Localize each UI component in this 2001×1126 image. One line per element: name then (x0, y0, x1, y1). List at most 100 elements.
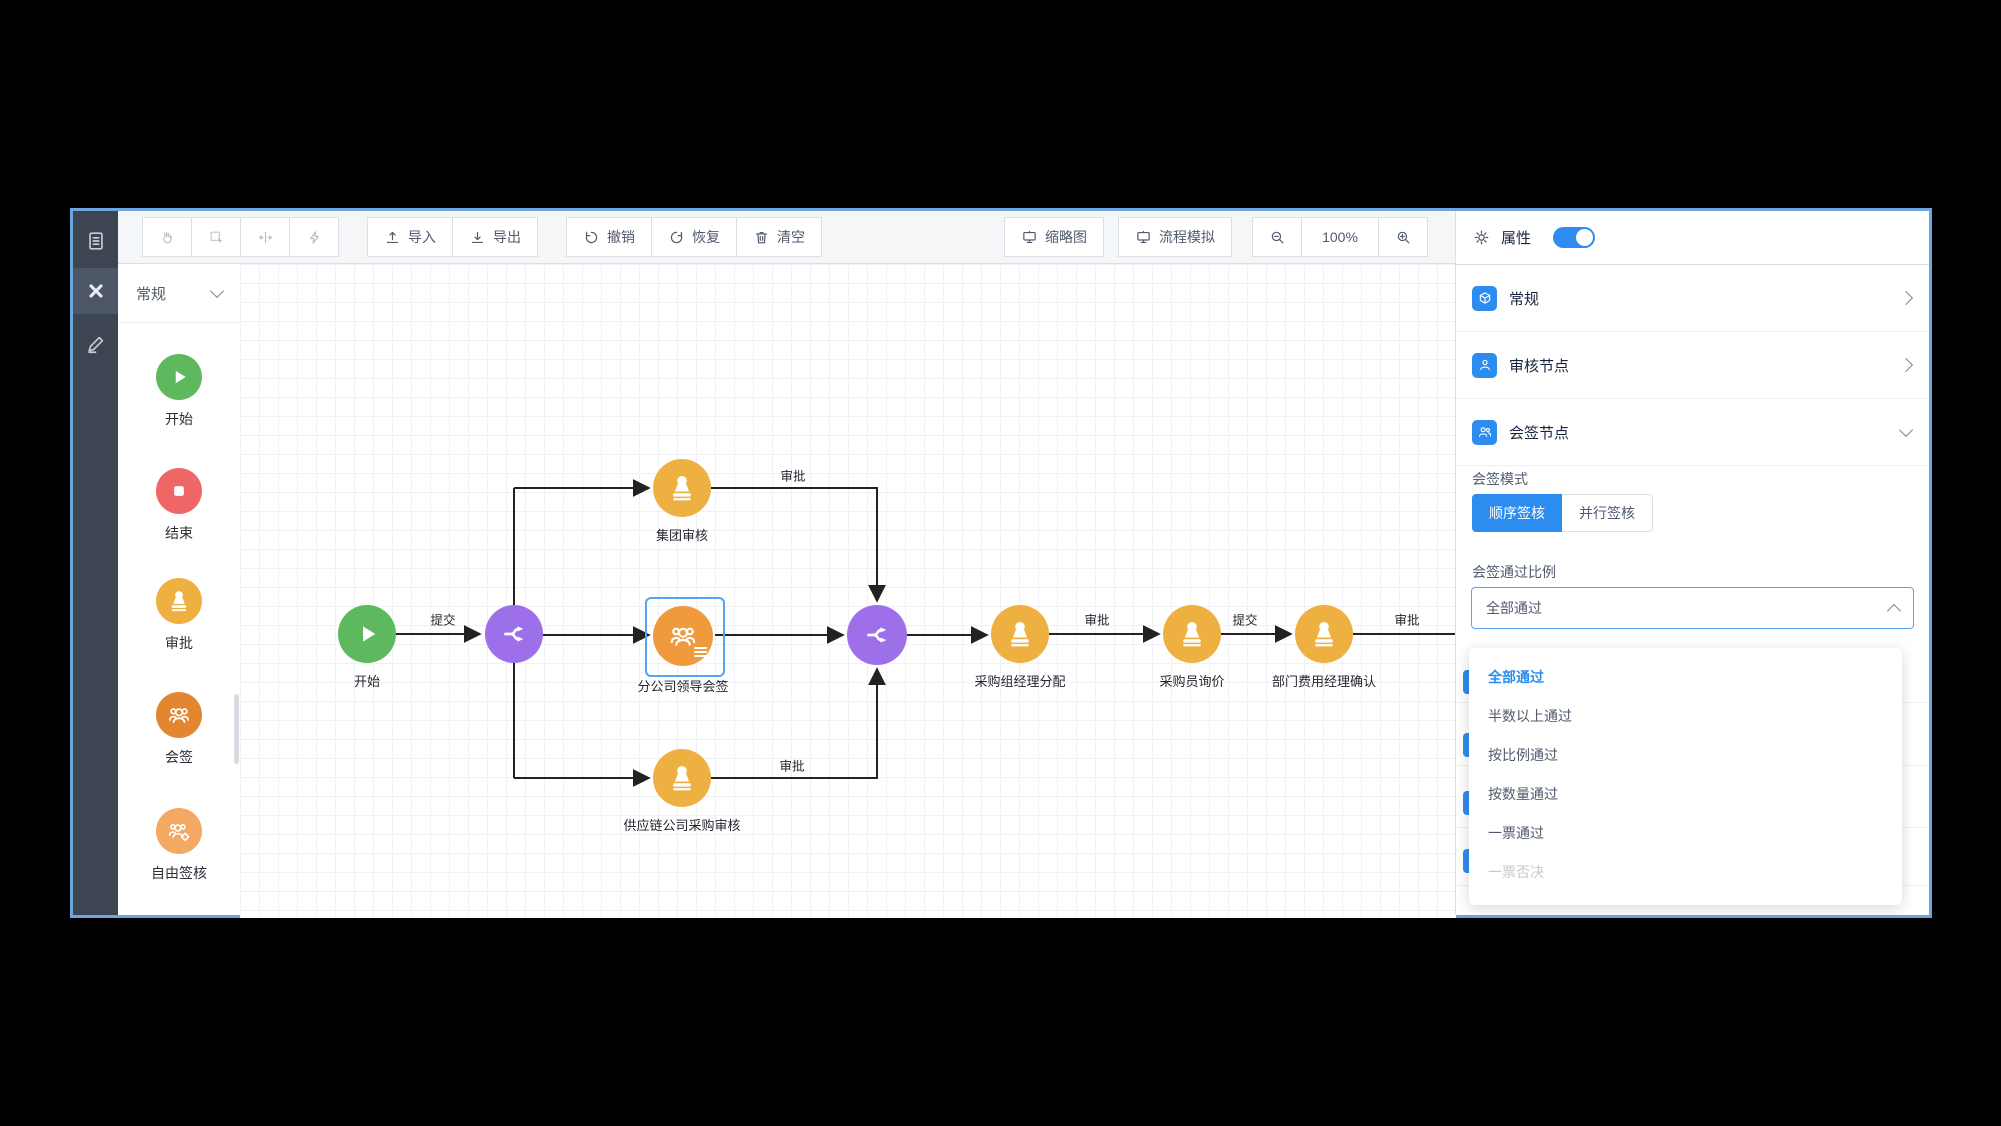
node-label: 部门费用经理确认 (1271, 674, 1377, 689)
selection-box (645, 597, 725, 677)
section-review-node[interactable]: 审核节点 (1456, 332, 1929, 399)
hand-icon (159, 229, 176, 246)
palette-item-approve[interactable]: 审批 (118, 578, 240, 653)
dropdown-option-by-ratio-pass[interactable]: 按比例通过 (1488, 746, 1558, 763)
zoom-group: 100% (1252, 217, 1428, 257)
countersign-mode-buttons: 顺序签核 并行签核 (1472, 494, 1653, 532)
fit-view-icon (257, 229, 274, 246)
canvas-tools-group (142, 217, 339, 257)
zoom-in-button[interactable] (1378, 217, 1428, 257)
palette-item-end[interactable]: 结束 (118, 468, 240, 543)
flow-node-dept-expense-confirm[interactable] (1295, 605, 1353, 663)
hidden-section-icon (1463, 849, 1474, 873)
node-label: 采购组经理分配 (974, 674, 1066, 689)
countersign-mode-label: 会签模式 (1472, 471, 1528, 487)
flow-node-branch-leader-countersign[interactable] (653, 606, 713, 666)
properties-panel: 属性 常规 审核节点 会签节点 会签模式 顺序签核 并行签核 (1455, 211, 1929, 915)
export-icon (469, 229, 486, 246)
import-button[interactable]: 导入 (367, 217, 453, 257)
edge-label: 审批 (1084, 613, 1110, 628)
edge-label: 提交 (430, 613, 456, 628)
chevron-right-icon (1898, 290, 1914, 306)
edge-label: 审批 (1394, 613, 1420, 628)
node-palette: 常规 开始 结束 审批 会签 自由签核 (118, 264, 241, 915)
users-icon (1472, 419, 1497, 445)
dropdown-option-majority-pass[interactable]: 半数以上通过 (1488, 707, 1572, 724)
redo-button[interactable]: 恢复 (651, 217, 737, 257)
chevron-up-icon (1886, 603, 1902, 618)
chevron-right-icon (1898, 357, 1914, 373)
zoom-in-icon (1395, 229, 1412, 246)
section-general[interactable]: 常规 (1456, 265, 1929, 332)
flow-node-purchase-manager-assign[interactable] (991, 605, 1049, 663)
flow-canvas[interactable]: 提交 审批 审批 审批 提交 审批 开始 集团审核 分公司领导会签 供应链公司采… (240, 264, 1456, 918)
undo-icon (583, 229, 600, 246)
flow-node-start[interactable] (338, 605, 396, 663)
group-icon (156, 692, 202, 738)
flow-nodes-panel-icon[interactable] (73, 268, 118, 314)
zoom-out-button[interactable] (1252, 217, 1302, 257)
minimap-button[interactable]: 缩略图 (1004, 217, 1104, 257)
simulate-icon (1135, 229, 1152, 246)
zoom-out-icon (1269, 229, 1286, 246)
export-button[interactable]: 导出 (452, 217, 538, 257)
pencil-panel-icon[interactable] (73, 321, 118, 367)
palette-item-free-sign[interactable]: 自由签核 (118, 808, 240, 883)
dropdown-option-all-pass[interactable]: 全部通过 (1488, 668, 1544, 685)
section-countersign-node[interactable]: 会签节点 (1456, 399, 1929, 466)
flow-gateway-split[interactable] (485, 605, 543, 663)
quick-connect-button[interactable] (289, 217, 339, 257)
properties-toggle[interactable] (1553, 227, 1596, 248)
toolbar: 导入 导出 撤销 恢复 清空 缩略图 流程模拟 100% (118, 211, 1456, 264)
properties-header: 属性 (1456, 211, 1929, 265)
dropdown-option-one-vote-pass[interactable]: 一票通过 (1488, 824, 1544, 841)
minimap-icon (1021, 229, 1038, 246)
zoom-level: 100% (1301, 217, 1379, 257)
left-rail (73, 211, 118, 915)
flow-designer-window: 导入 导出 撤销 恢复 清空 缩略图 流程模拟 100% 常规 (70, 208, 1932, 918)
clear-button[interactable]: 清空 (736, 217, 822, 257)
hand-pan-button[interactable] (142, 217, 192, 257)
flow-node-group-review[interactable] (653, 459, 711, 517)
end-node-icon (156, 468, 202, 514)
edge-label: 提交 (1232, 613, 1258, 628)
flow-node-supplychain-review[interactable] (653, 749, 711, 807)
lightning-icon (306, 229, 323, 246)
hidden-section-icon (1463, 791, 1474, 815)
hidden-section-icon (1463, 733, 1474, 757)
edge-label: 审批 (779, 759, 805, 774)
palette-item-start[interactable]: 开始 (118, 354, 240, 429)
marquee-select-icon (208, 229, 225, 246)
mode-parallel-button[interactable]: 并行签核 (1562, 494, 1653, 532)
palette-scrollbar[interactable] (234, 694, 239, 764)
group-gear-icon (156, 808, 202, 854)
history-group: 撤销 恢复 清空 (566, 217, 822, 257)
flow-gateway-join[interactable] (847, 605, 907, 665)
marquee-select-button[interactable] (191, 217, 241, 257)
node-label: 供应链公司采购审核 (623, 818, 741, 833)
document-panel-icon[interactable] (73, 218, 118, 264)
trash-icon (753, 229, 770, 246)
pass-ratio-label: 会签通过比例 (1472, 564, 1556, 580)
palette-item-countersign[interactable]: 会签 (118, 692, 240, 767)
fit-view-button[interactable] (240, 217, 290, 257)
pass-ratio-select[interactable]: 全部通过 (1471, 587, 1914, 629)
list-badge-icon (694, 645, 707, 659)
dropdown-option-by-count-pass[interactable]: 按数量通过 (1488, 785, 1558, 802)
undo-button[interactable]: 撤销 (566, 217, 652, 257)
node-label: 集团审核 (655, 528, 709, 543)
mode-sequential-button[interactable]: 顺序签核 (1472, 494, 1562, 532)
chevron-down-icon (1898, 422, 1914, 438)
start-node-icon (156, 354, 202, 400)
properties-title: 属性 (1501, 230, 1532, 247)
node-label: 开始 (353, 674, 381, 689)
io-group: 导入 导出 (367, 217, 538, 257)
simulate-button[interactable]: 流程模拟 (1118, 217, 1232, 257)
gear-icon (1472, 228, 1491, 247)
node-label: 采购员询价 (1159, 674, 1225, 689)
chevron-down-icon (209, 283, 225, 299)
node-label: 分公司领导会签 (637, 679, 729, 694)
palette-group-header[interactable]: 常规 (118, 264, 240, 323)
flow-node-buyer-inquiry[interactable] (1163, 605, 1221, 663)
